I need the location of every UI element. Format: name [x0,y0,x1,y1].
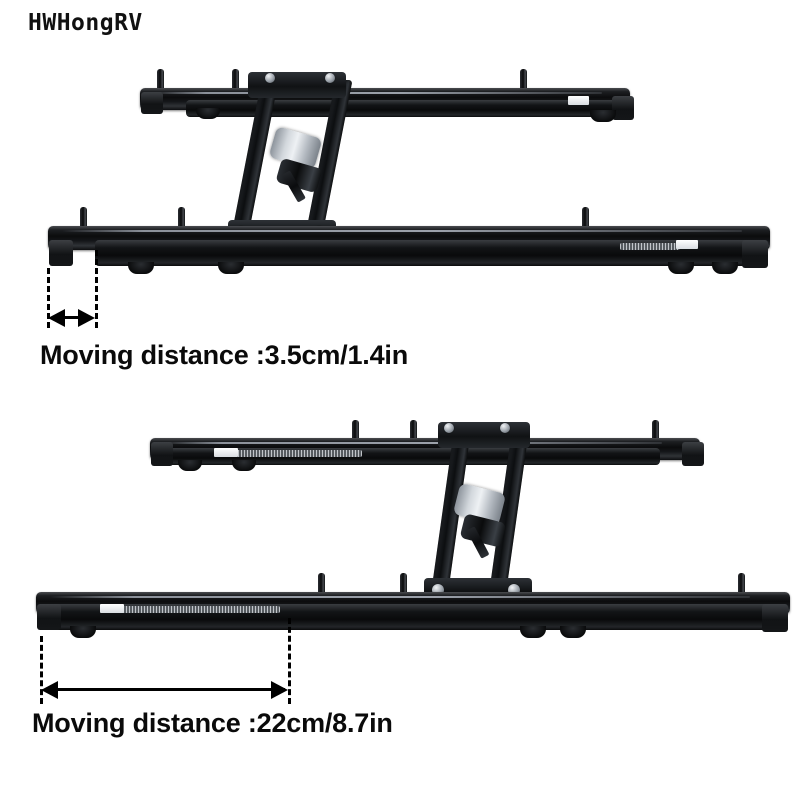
front-rail-highlight [62,230,742,232]
rail-foot-icon [70,626,96,638]
dimension-annotation-2 [0,400,800,720]
rail-stud-icon [520,69,527,91]
front-rail-label [676,240,698,249]
rail-foot-icon [590,110,616,122]
front-rail-endcap [37,604,61,630]
rail-stud-icon [400,573,407,595]
front-rail-label [100,604,124,613]
rail-stud-icon [80,207,87,229]
caption-moving-distance-1: Moving distance :3.5cm/1.4in [40,340,409,370]
rail-stud-icon [738,573,745,595]
rear-rail-highlight [152,92,602,94]
rail-foot-icon [218,262,244,274]
rail-foot-icon [196,108,220,119]
front-rail-endcap [742,240,768,268]
rail-foot-icon [232,460,256,471]
rail-foot-icon [178,460,202,471]
rear-rail-highlight [162,442,662,444]
dimension-annotation-1 [0,0,800,340]
figure-retracted-assembly [0,0,800,300]
rail-stud-icon [157,69,164,91]
dimension-tick-left [47,268,50,328]
rail-stud-icon [178,207,185,229]
rail-foot-icon [712,262,738,274]
front-rail-rack [620,243,680,250]
dimension-tick-left [40,636,43,704]
dimension-arrowhead-left [41,681,58,699]
dimension-tick-right [288,618,291,704]
dimension-arrow-line [52,316,90,319]
front-rail-rack [120,606,280,613]
rear-rail-endcap [141,92,163,114]
bracket-bolt-icon [444,423,454,433]
bracket-bolt-icon [325,73,335,83]
rail-foot-icon [128,262,154,274]
rear-rail-label [568,96,589,105]
rear-rail-endcap [151,442,173,466]
rail-stud-icon [232,69,239,91]
front-rail-highlight [50,596,750,598]
rear-rail-label [214,448,238,457]
dimension-arrowhead-left [48,309,65,327]
brand-watermark: HWHongRV [28,10,143,36]
dimension-arrowhead-right [78,309,95,327]
rail-foot-icon [560,626,586,638]
rear-inner-rail [186,100,616,117]
front-rail-endcap [49,240,73,266]
dimension-tick-right [95,250,98,328]
dimension-arrow-line [45,688,285,691]
dimension-arrowhead-right [271,681,288,699]
rail-stud-icon [652,420,659,442]
rail-stud-icon [352,420,359,442]
rail-foot-icon [668,262,694,274]
bracket-bolt-icon [500,423,510,433]
rail-stud-icon [410,420,417,442]
front-rail-endcap [762,604,788,632]
caption-moving-distance-2: Moving distance :22cm/8.7in [32,708,393,738]
rear-rail-endcap [612,96,634,120]
rear-rail-endcap [682,442,704,466]
bracket-bolt-icon [265,73,275,83]
rear-rail-rack [232,450,362,457]
figure-extended-assembly [0,400,800,700]
rail-stud-icon [582,207,589,229]
rail-stud-icon [318,573,325,595]
rail-foot-icon [520,626,546,638]
